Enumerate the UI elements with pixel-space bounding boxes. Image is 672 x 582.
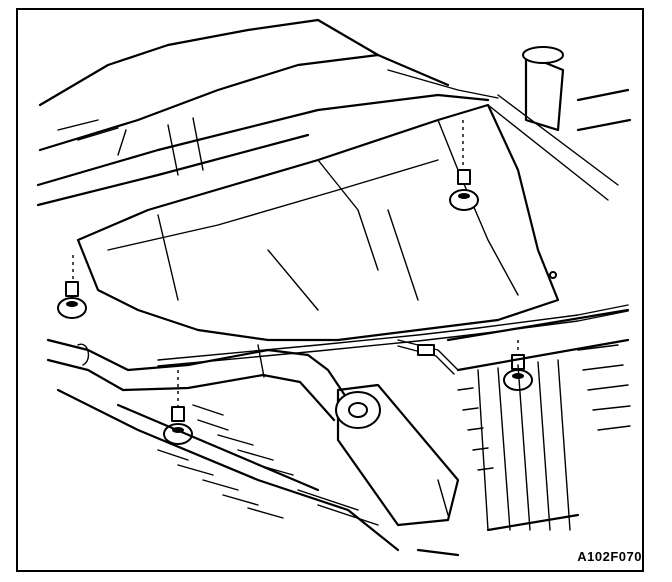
tank-bolt-lower — [163, 370, 193, 445]
tank-bolt-left — [57, 255, 87, 319]
exhaust-pipe — [46, 338, 350, 422]
frame-rail — [36, 93, 490, 207]
tank-bolt-right — [503, 340, 533, 391]
heat-shield-right — [416, 308, 631, 557]
fuel-lines — [157, 304, 629, 375]
figure-code: A102F070 — [577, 549, 642, 564]
underbody-illustration — [36, 18, 632, 557]
diagram-frame — [16, 8, 644, 572]
floor-pan — [56, 388, 400, 552]
shock-absorber — [487, 46, 632, 201]
fuel-tank — [76, 103, 560, 342]
upper-body-panel — [38, 18, 499, 152]
tank-bolt-upper-right — [449, 120, 479, 211]
muffler — [335, 383, 460, 527]
